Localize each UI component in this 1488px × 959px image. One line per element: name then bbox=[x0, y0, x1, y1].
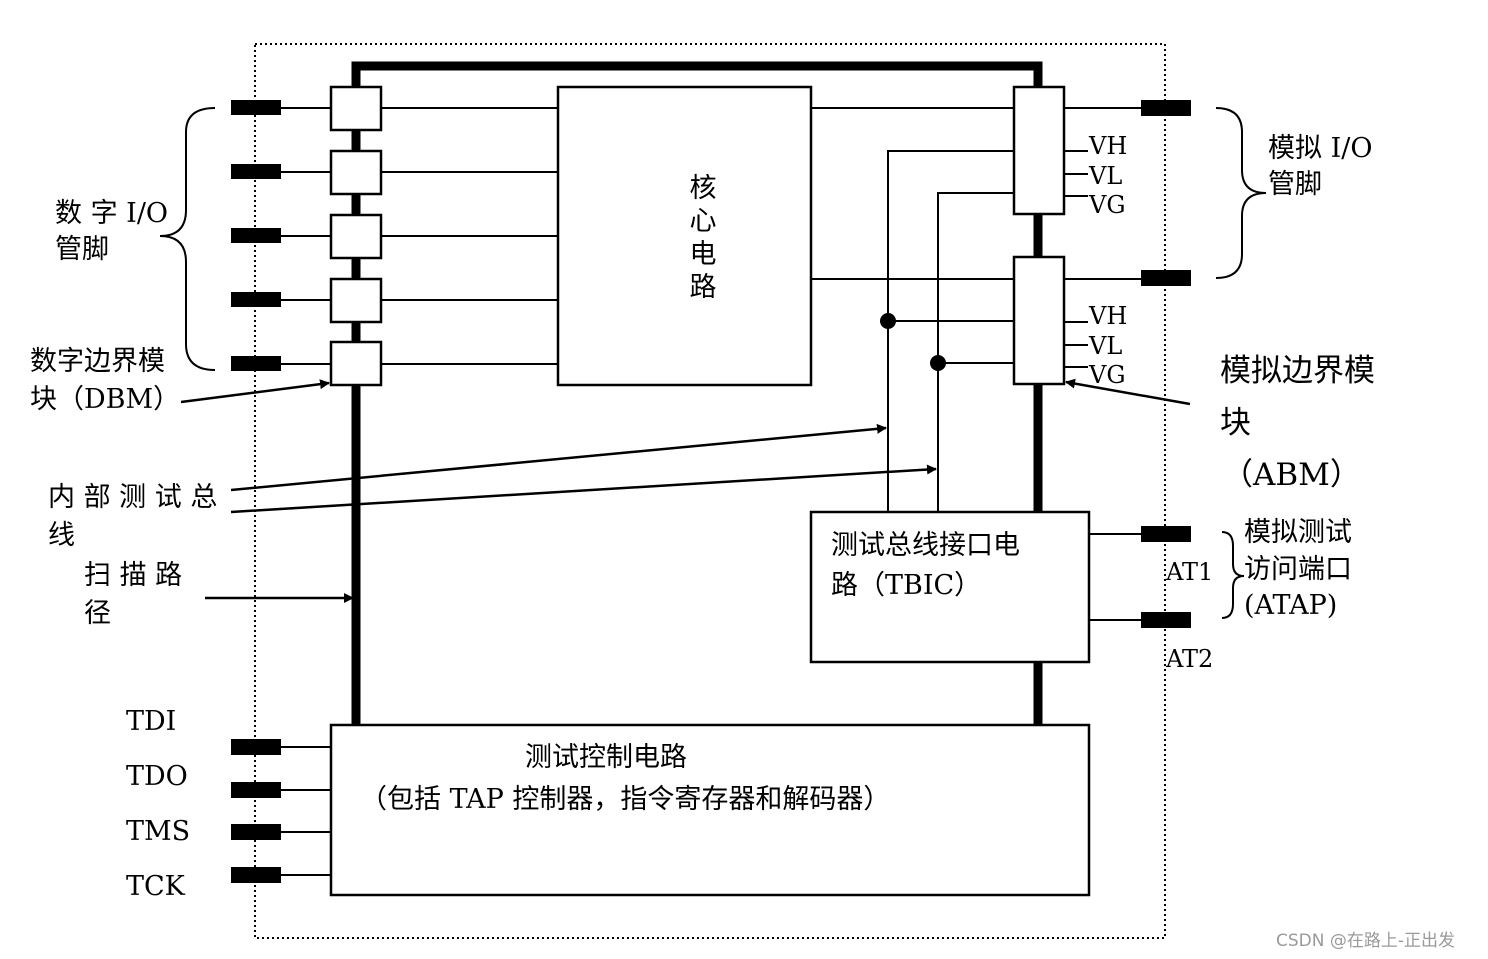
digital-pin-wires bbox=[281, 107, 558, 365]
atap-label-line: (ATAP) bbox=[1244, 590, 1337, 621]
tap-title: 测试控制电路 bbox=[525, 742, 687, 773]
digital-boundary-modules bbox=[329, 85, 383, 387]
scan-path-bus bbox=[351, 61, 1043, 725]
dbm-label: 数字边界模 块（DBM） bbox=[30, 346, 180, 415]
tdo-label: TDO bbox=[126, 761, 188, 792]
dbm-label-line: 块（DBM） bbox=[30, 384, 180, 415]
tap-pin-wires bbox=[281, 746, 331, 876]
abm-arrow bbox=[1065, 378, 1191, 406]
core-label: 核 心 电 路 bbox=[690, 173, 717, 303]
internal-test-bus bbox=[887, 150, 1014, 512]
tbic-label-line: 路（TBIC） bbox=[831, 570, 981, 601]
analog-io-label-line: 模拟 I/O bbox=[1268, 133, 1372, 164]
tbic-label-line: 测试总线接口电 bbox=[831, 530, 1020, 561]
at1-label: AT1 bbox=[1165, 558, 1213, 586]
core-label-line: 核 bbox=[690, 173, 717, 204]
tdi-label: TDI bbox=[126, 706, 176, 737]
tap-pin-labels: TDI TDO TMS TCK bbox=[126, 706, 190, 902]
tdi-pin bbox=[231, 739, 281, 755]
digital-io-label-line: 数 字 I/O bbox=[55, 198, 168, 229]
digital-io-brace bbox=[159, 107, 216, 371]
at1-pin bbox=[1141, 526, 1191, 542]
abm-label-line: 块 bbox=[1220, 405, 1251, 441]
at2-pin bbox=[1141, 612, 1191, 628]
digital-pin bbox=[231, 228, 281, 243]
analog-io-label-line: 管脚 bbox=[1268, 169, 1322, 200]
internal-bus-arrow bbox=[230, 464, 937, 514]
scan-path-label: 扫 描 路 径 bbox=[84, 560, 182, 629]
tbic-at-wires bbox=[1089, 533, 1141, 621]
tck-pin bbox=[231, 867, 281, 883]
atap-brace bbox=[1221, 531, 1245, 619]
tap-pins bbox=[231, 739, 281, 883]
vg-label: VG bbox=[1088, 361, 1126, 389]
tbic-label: 测试总线接口电 路（TBIC） bbox=[831, 530, 1020, 601]
atap-label: 模拟测试 访问端口 (ATAP) bbox=[1244, 517, 1352, 621]
scan-path-label-line: 扫 描 路 bbox=[84, 560, 182, 591]
callout-arrows bbox=[180, 378, 1191, 603]
digital-io-label-line: 管脚 bbox=[55, 234, 109, 265]
dbm-cell bbox=[329, 213, 383, 260]
dbm-cell bbox=[329, 277, 383, 324]
abm-switch-labels: VH VL VG VH VL VG bbox=[1088, 132, 1127, 389]
core-circuit-box bbox=[556, 85, 813, 387]
atap-label-line: 模拟测试 bbox=[1244, 517, 1352, 548]
digital-pin bbox=[231, 100, 281, 115]
tdo-pin bbox=[231, 782, 281, 798]
tbic-box bbox=[809, 510, 1091, 664]
tck-label: TCK bbox=[126, 871, 186, 902]
abm-cell-bottom bbox=[1012, 255, 1066, 386]
digital-io-label: 数 字 I/O 管脚 bbox=[55, 198, 168, 265]
vl-label: VL bbox=[1088, 332, 1122, 360]
tms-label: TMS bbox=[126, 816, 190, 847]
abm-label-line: （ABM） bbox=[1222, 457, 1361, 493]
scan-path-label-line: 径 bbox=[84, 598, 111, 629]
bus-junction-dot bbox=[930, 355, 946, 371]
bus-junction-dot bbox=[880, 313, 896, 329]
digital-pin bbox=[231, 164, 281, 179]
atap-label-line: 访问端口 bbox=[1244, 554, 1352, 585]
dbm-cell bbox=[329, 340, 383, 387]
abm-label-line: 模拟边界模 bbox=[1220, 353, 1375, 389]
abm-label: 模拟边界模 块 （ABM） bbox=[1220, 353, 1375, 493]
analog-io-label: 模拟 I/O 管脚 bbox=[1268, 133, 1372, 200]
core-abm-wires bbox=[811, 107, 1141, 280]
vh-label: VH bbox=[1088, 302, 1127, 330]
dbm-cell bbox=[329, 149, 383, 196]
vh-label: VH bbox=[1088, 132, 1127, 160]
watermark: CSDN @在路上-正出发 bbox=[1276, 931, 1455, 951]
core-label-line: 电 bbox=[690, 239, 717, 270]
core-label-line: 心 bbox=[690, 206, 717, 237]
abm-cell-top bbox=[1012, 85, 1066, 216]
analog-io-brace bbox=[1215, 107, 1267, 279]
tap-controller-box bbox=[329, 723, 1091, 897]
vl-label: VL bbox=[1088, 162, 1122, 190]
digital-io-pins bbox=[231, 100, 281, 371]
at2-label: AT2 bbox=[1165, 645, 1213, 673]
internal-bus-label: 内 部 测 试 总 线 bbox=[48, 482, 217, 551]
digital-pin bbox=[231, 356, 281, 371]
abm-switch-stubs bbox=[1064, 150, 1088, 368]
analog-pin bbox=[1141, 100, 1191, 116]
internal-bus-arrow bbox=[230, 423, 887, 492]
analog-io-pins bbox=[1141, 100, 1191, 628]
vg-label: VG bbox=[1088, 191, 1126, 219]
digital-pin bbox=[231, 292, 281, 307]
internal-bus-label-line: 线 bbox=[48, 520, 75, 551]
analog-pin bbox=[1141, 270, 1191, 286]
dbm-arrow bbox=[180, 379, 330, 404]
internal-bus-label-line: 内 部 测 试 总 bbox=[48, 482, 217, 513]
chip-boundary bbox=[254, 43, 1166, 939]
tms-pin bbox=[231, 824, 281, 840]
dbm-label-line: 数字边界模 bbox=[30, 346, 165, 377]
core-label-line: 路 bbox=[690, 272, 717, 303]
tap-subtitle: （包括 TAP 控制器，指令寄存器和解码器） bbox=[360, 784, 890, 815]
dbm-cell bbox=[329, 85, 383, 132]
